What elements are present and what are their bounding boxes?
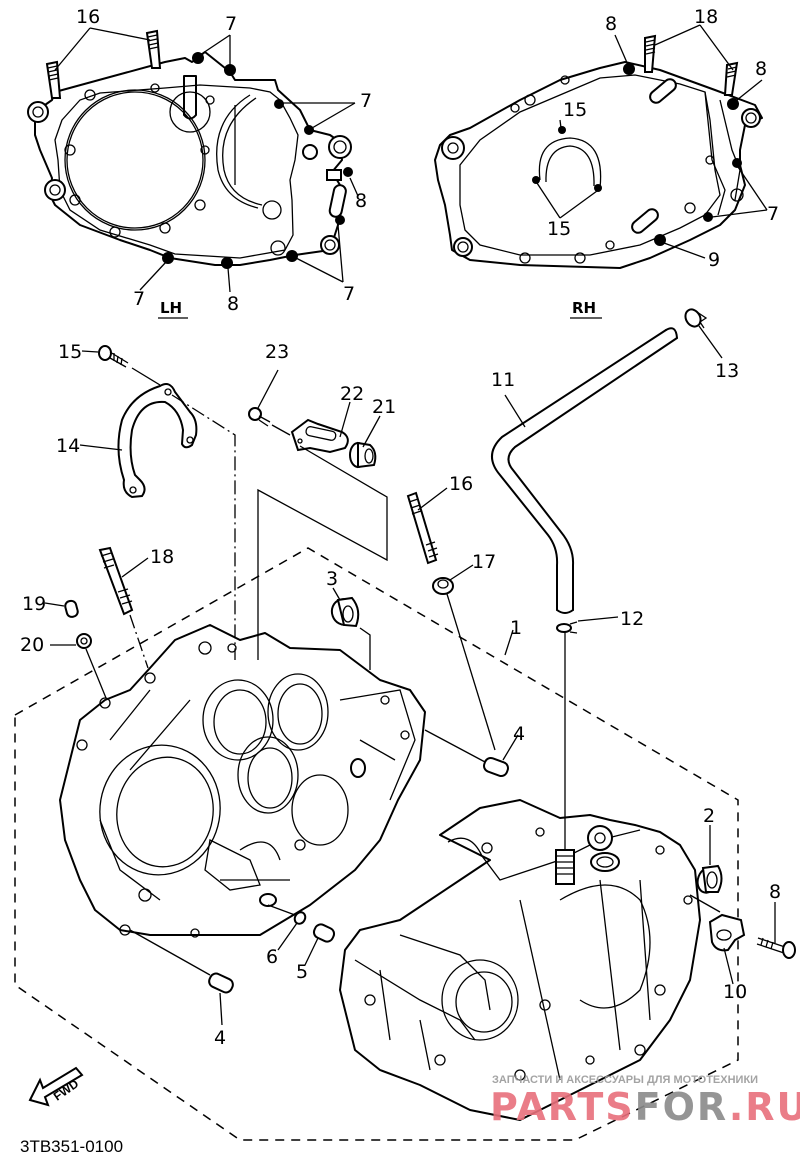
callout-12: 12 <box>620 608 644 630</box>
dowel-pin-4-lower-icon <box>208 972 234 994</box>
right-crankcase-half <box>339 799 701 1121</box>
callout-6: 6 <box>266 946 278 968</box>
callout-21: 21 <box>372 396 396 418</box>
callout-16: 16 <box>449 473 473 495</box>
nut-20-icon <box>76 633 92 649</box>
callout-8: 8 <box>605 13 617 35</box>
callout-17: 17 <box>472 551 496 573</box>
callout-9: 9 <box>708 249 720 271</box>
rh-side-label: RH <box>572 299 596 317</box>
watermark-brand: PARTSFOR.RU <box>490 1085 800 1129</box>
bracket-14-icon <box>117 383 198 499</box>
watermark-tagline: ЗАПЧАСТИ И АКСЕССУАРЫ ДЛЯ МОТОТЕХНИКИ <box>492 1074 758 1086</box>
callout-8: 8 <box>227 293 239 315</box>
callout-7: 7 <box>343 283 355 305</box>
callout-7: 7 <box>360 90 372 112</box>
clip-12-icon <box>556 621 578 634</box>
callout-20: 20 <box>20 634 44 656</box>
bolt-8-icon <box>756 937 796 959</box>
callout-labels: 16 7 7 8 7 7 8 8 18 8 15 15 7 9 15 23 22… <box>20 6 781 1049</box>
nut-17-icon <box>432 577 454 595</box>
callout-22: 22 <box>340 383 364 405</box>
bushing-21-icon <box>349 441 377 469</box>
watermark-brand-ru: .RU <box>729 1085 800 1129</box>
callout-11: 11 <box>491 369 515 391</box>
callout-10: 10 <box>723 981 747 1003</box>
stud-16-icon <box>45 29 162 99</box>
callout-18: 18 <box>150 546 174 568</box>
lh-crankcase-gasket <box>27 29 353 269</box>
dowel-pin-4-upper-icon <box>483 757 509 777</box>
callout-23: 23 <box>265 341 289 363</box>
screw-15-icon <box>98 345 129 368</box>
callout-15: 15 <box>547 218 571 240</box>
stud-18-icon <box>644 34 739 96</box>
callout-8: 8 <box>755 58 767 80</box>
callout-7: 7 <box>225 13 237 35</box>
lh-side-label: LH <box>160 299 182 317</box>
lh-leader-lines <box>54 27 359 293</box>
callout-5: 5 <box>296 961 308 983</box>
o-ring-6-icon <box>293 911 307 925</box>
stud-16-mid-icon <box>406 491 439 565</box>
seal-3-icon <box>330 596 360 628</box>
callout-7: 7 <box>767 203 779 225</box>
clamp-13-icon <box>684 308 708 329</box>
left-crankcase-half <box>59 624 426 938</box>
callout-13: 13 <box>715 360 739 382</box>
callout-16: 16 <box>76 6 100 28</box>
callout-19: 19 <box>22 593 46 615</box>
stud-18-lower-icon <box>98 546 134 616</box>
seal-2-icon <box>696 864 723 894</box>
clamp-10-icon <box>708 913 746 952</box>
pin-19-icon <box>64 599 79 618</box>
callout-1: 1 <box>510 617 522 639</box>
watermark-brand-parts: PARTS <box>490 1085 635 1129</box>
callout-15: 15 <box>563 99 587 121</box>
rh-leader-lines <box>536 24 768 259</box>
callout-8: 8 <box>769 881 781 903</box>
callout-4: 4 <box>214 1027 226 1049</box>
callout-18: 18 <box>694 6 718 28</box>
callout-14: 14 <box>56 435 80 457</box>
callout-3: 3 <box>326 568 338 590</box>
rh-crankcase-gasket <box>434 34 763 269</box>
watermark: ЗАПЧАСТИ И АКСЕССУАРЫ ДЛЯ МОТОТЕХНИКИ PA… <box>490 1074 800 1129</box>
callout-7: 7 <box>133 288 145 310</box>
callout-2: 2 <box>703 805 715 827</box>
watermark-brand-for: FOR <box>635 1085 729 1129</box>
assembly-1-outline <box>14 547 739 1141</box>
callout-8: 8 <box>355 190 367 212</box>
callout-15: 15 <box>58 341 82 363</box>
bolt-23-icon <box>248 407 271 427</box>
fwd-direction-arrow: FWD <box>28 1066 84 1107</box>
plate-22-icon <box>290 418 349 454</box>
dowel-pin-5-icon <box>312 923 336 943</box>
hose-11-icon <box>491 327 678 614</box>
callout-4: 4 <box>513 723 525 745</box>
diagram-code: 3TB351-0100 <box>20 1137 123 1156</box>
